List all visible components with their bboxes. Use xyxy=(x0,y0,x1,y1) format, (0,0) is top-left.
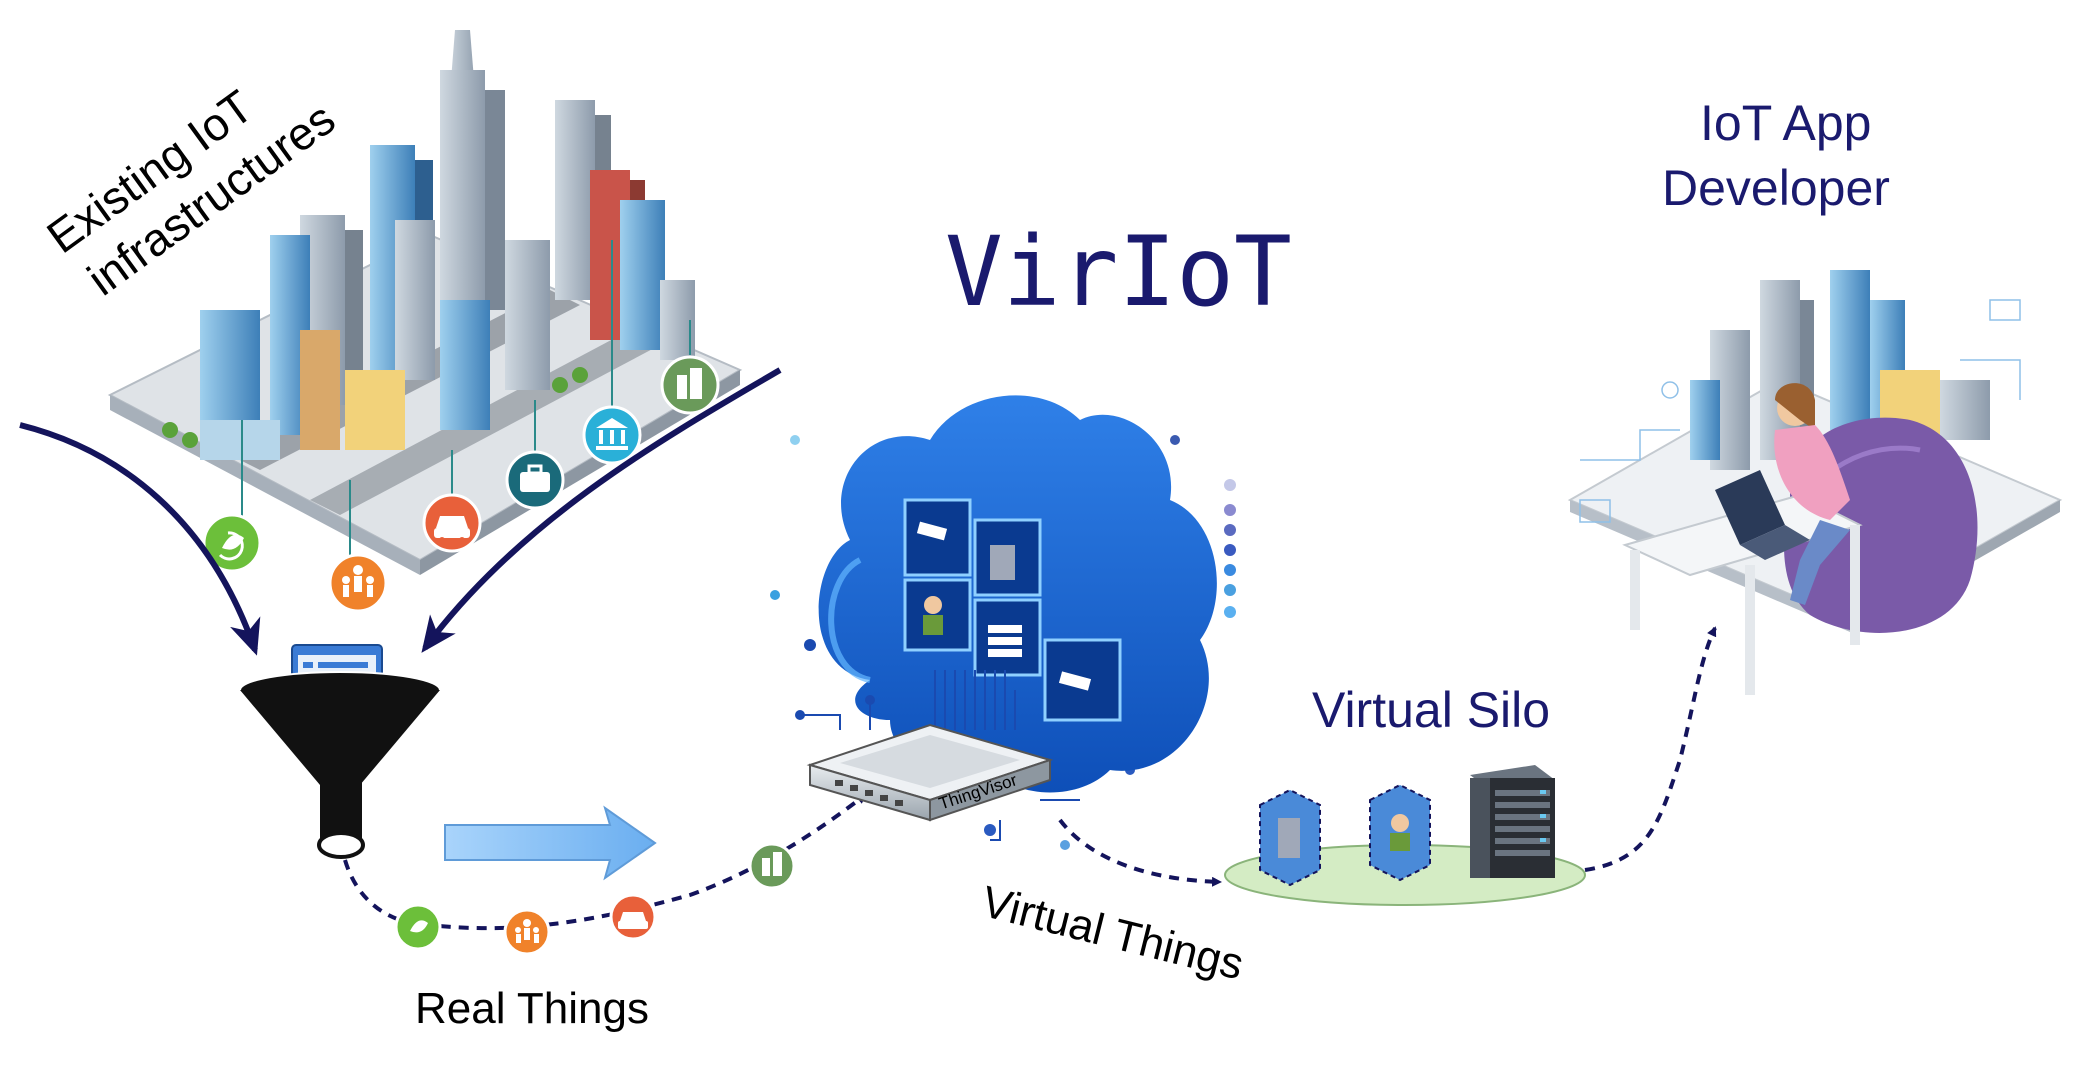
developer-dotted-path xyxy=(1584,626,1717,872)
virtual-silo-label: Virtual Silo xyxy=(1312,682,1550,738)
virtual-robot-cube xyxy=(1259,788,1321,887)
real-people-icon xyxy=(503,908,551,956)
real-things-dotted-path xyxy=(343,793,867,931)
real-building-icon xyxy=(748,842,796,890)
virtual-things-dotted-path xyxy=(1058,818,1222,887)
people-icon xyxy=(328,553,388,613)
real-leaf-icon xyxy=(394,903,442,951)
briefcase-icon xyxy=(505,450,565,510)
flow-arrow xyxy=(444,805,657,881)
bank-icon xyxy=(582,405,642,465)
real-things-label: Real Things xyxy=(415,984,649,1033)
existing-city-illustration xyxy=(107,30,743,575)
viriot-title: VirIoT xyxy=(945,216,1292,328)
leaf-icon xyxy=(202,513,262,573)
thingvisor-connectors xyxy=(795,670,1080,841)
car-icon xyxy=(422,493,482,553)
virtual-things-label: Virtual Things xyxy=(977,877,1248,989)
building-icon xyxy=(660,355,720,415)
developer-person-illustration xyxy=(1622,383,1978,695)
server-icon xyxy=(1470,765,1555,878)
iot-app-label-line1: IoT App xyxy=(1700,95,1871,151)
real-car-icon xyxy=(609,893,657,941)
funnel-icon xyxy=(239,644,441,859)
virtual-person-cube xyxy=(1369,783,1431,882)
iot-app-label-line2: Developer xyxy=(1662,160,1890,216)
thingvisor-chip: ThingVisor xyxy=(806,723,1054,822)
right-inflow-arrow xyxy=(421,367,782,653)
cloud-icon xyxy=(818,395,1217,793)
left-inflow-arrow xyxy=(19,422,261,656)
